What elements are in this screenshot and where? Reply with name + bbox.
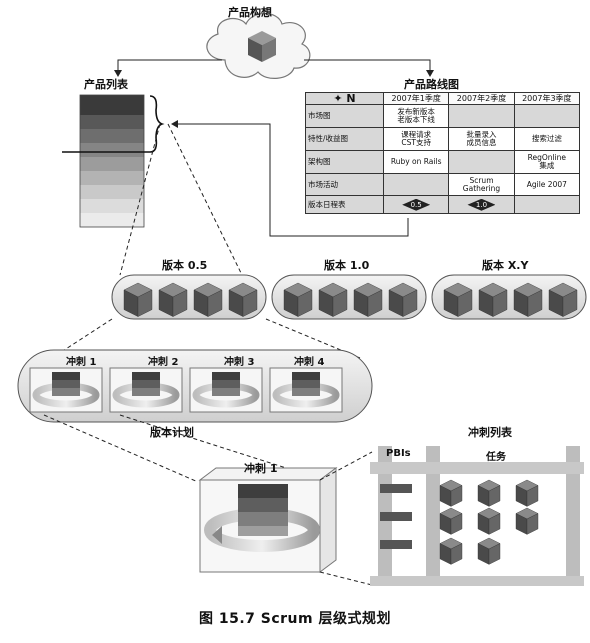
roadmap-cell (513, 195, 581, 214)
release-label-3: 版本 X.Y (482, 259, 529, 272)
roadmap-cell: RegOnline 集成 (513, 149, 581, 174)
sprint-stack-block (292, 380, 320, 388)
roadmap-col-3: 2007年3季度 (513, 91, 581, 106)
sprint-label-1: 冲刺 1 (66, 357, 97, 368)
roadmap-row-label: 架构图 (305, 149, 384, 174)
roadmap-cell: 课程请求 CST支持 (382, 126, 450, 151)
roadmap-row-label: 市场活动 (305, 172, 384, 197)
sprint-stack-block (132, 380, 160, 388)
roadmap-cell (448, 104, 515, 128)
sprint-label-3: 冲刺 3 (224, 357, 255, 368)
pbi-bar (380, 540, 412, 549)
sprint-boxes (29, 367, 343, 413)
cube-icon (477, 507, 501, 535)
pbi-bar (380, 512, 412, 521)
sprint-detail-box (198, 467, 338, 573)
pbi-bar (380, 484, 412, 493)
roadmap-row-label: 版本日程表 (305, 195, 384, 214)
sprint-stack-block (132, 372, 160, 380)
roadmap-cell (382, 172, 450, 197)
vision-cloud (206, 12, 311, 79)
cube-icon (283, 282, 313, 317)
sprint-backlog-title: 冲刺列表 (468, 426, 512, 439)
arrow-vision-to-roadmap (304, 59, 434, 77)
arrow-roadmap-to-backlog (171, 120, 409, 237)
cube-icon (513, 282, 543, 317)
release-label-2: 版本 1.0 (324, 259, 370, 272)
arrow-vision-to-backlog (114, 59, 222, 77)
roadmap-cell: 搜索过滤 (513, 126, 581, 151)
cube-icon (477, 479, 501, 507)
sprint-stack-block (212, 372, 240, 380)
cube-icon (515, 479, 539, 507)
roadmap-cell: 批量录入 成员信息 (448, 126, 515, 151)
cube-icon (439, 537, 463, 565)
cube-icon (158, 282, 188, 317)
cube-icon (388, 282, 418, 317)
roadmap-cell: Ruby on Rails (382, 149, 450, 174)
sprint-label-4: 冲刺 4 (294, 357, 325, 368)
product-backlog-stack (62, 94, 165, 228)
roadmap-cell (513, 104, 581, 128)
sprint-stack-block (132, 388, 160, 396)
product-backlog-label: 产品列表 (84, 78, 128, 91)
cube-icon (228, 282, 258, 317)
roadmap-col-1: 2007年1季度 (382, 91, 450, 106)
cube-icon (439, 507, 463, 535)
sprint-stack-block (292, 388, 320, 396)
cube-icon (193, 282, 223, 317)
release-label-1: 版本 0.5 (162, 259, 208, 272)
sprint-stack-block (292, 372, 320, 380)
release-diamond: 1.0 (467, 198, 496, 211)
sprint-label-2: 冲刺 2 (148, 357, 179, 368)
sprint-stack-block (52, 388, 80, 396)
cube-icon (123, 282, 153, 317)
cube-icon (548, 282, 578, 317)
cube-icon (439, 479, 463, 507)
compass-icon: ✦ N (305, 91, 384, 106)
roadmap-cell: 发布新版本 老版本下线 (382, 104, 450, 128)
roadmap-cell (448, 149, 515, 174)
vision-label: 产品构想 (228, 6, 272, 19)
sprint-stack-block (52, 380, 80, 388)
roadmap-cell: Agile 2007 (513, 172, 581, 197)
release-diamond-cell: 0.5 (382, 195, 450, 214)
roadmap-row-label: 特性/收益图 (305, 126, 384, 151)
sprint-stack-block (212, 380, 240, 388)
release-cubes (123, 282, 578, 317)
product-roadmap-table: ✦ N 2007年1季度 2007年2季度 2007年3季度 市场图 发布新版本… (305, 91, 581, 214)
release-plan-label: 版本计划 (150, 426, 194, 439)
tasks-header: 任务 (486, 452, 506, 463)
cube-icon (477, 537, 501, 565)
cube-icon (353, 282, 383, 317)
cube-icon (478, 282, 508, 317)
roadmap-cell: Scrum Gathering (448, 172, 515, 197)
release-diamond: 0.5 (402, 198, 431, 211)
sprint-backlog-items (380, 479, 539, 565)
cube-icon (515, 507, 539, 535)
pbis-header: PBIs (386, 448, 411, 459)
roadmap-row-label: 市场图 (305, 104, 384, 128)
release-diamond-cell: 1.0 (448, 195, 515, 214)
figure-caption: 图 15.7 Scrum 层级式规划 (198, 611, 391, 627)
cube-icon (443, 282, 473, 317)
roadmap-col-2: 2007年2季度 (448, 91, 515, 106)
cube-icon (318, 282, 348, 317)
sprint-detail-label: 冲刺 1 (244, 462, 278, 475)
sprint-stack-block (52, 372, 80, 380)
roadmap-title: 产品路线图 (404, 78, 459, 91)
sprint-stack-block (212, 388, 240, 396)
